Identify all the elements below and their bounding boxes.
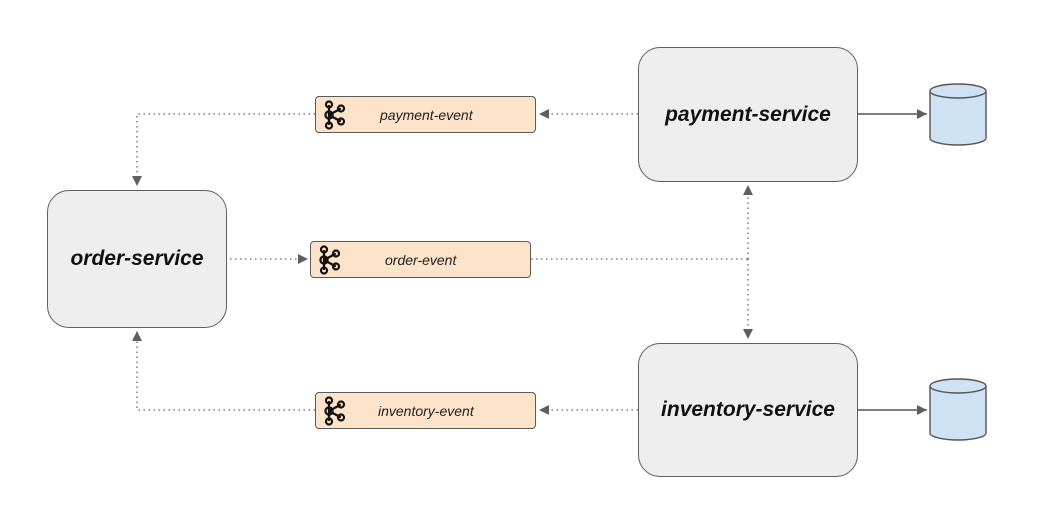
kafka-icon bbox=[324, 100, 346, 130]
order-service-node: order-service bbox=[47, 190, 227, 328]
inventory-service-node: inventory-service bbox=[638, 343, 858, 477]
kafka-icon bbox=[319, 245, 341, 275]
edge-inventory-event-to-order-service bbox=[132, 331, 315, 411]
inventory-event-label: inventory-event bbox=[378, 402, 474, 419]
database-icon bbox=[929, 83, 987, 146]
kafka-icon bbox=[324, 396, 346, 426]
payment-service-node: payment-service bbox=[638, 47, 858, 182]
inventory-event-topic: inventory-event bbox=[315, 392, 536, 429]
payment-event-topic: payment-event bbox=[315, 96, 536, 133]
database-icon bbox=[929, 378, 987, 441]
payment-service-label: payment-service bbox=[665, 102, 831, 126]
order-event-label: order-event bbox=[385, 251, 457, 268]
payment-event-label: payment-event bbox=[380, 106, 473, 123]
order-event-topic: order-event bbox=[310, 241, 531, 278]
order-service-label: order-service bbox=[70, 247, 204, 270]
inventory-service-label: inventory-service bbox=[661, 398, 835, 421]
edge-payment-event-to-order-service bbox=[132, 113, 315, 186]
